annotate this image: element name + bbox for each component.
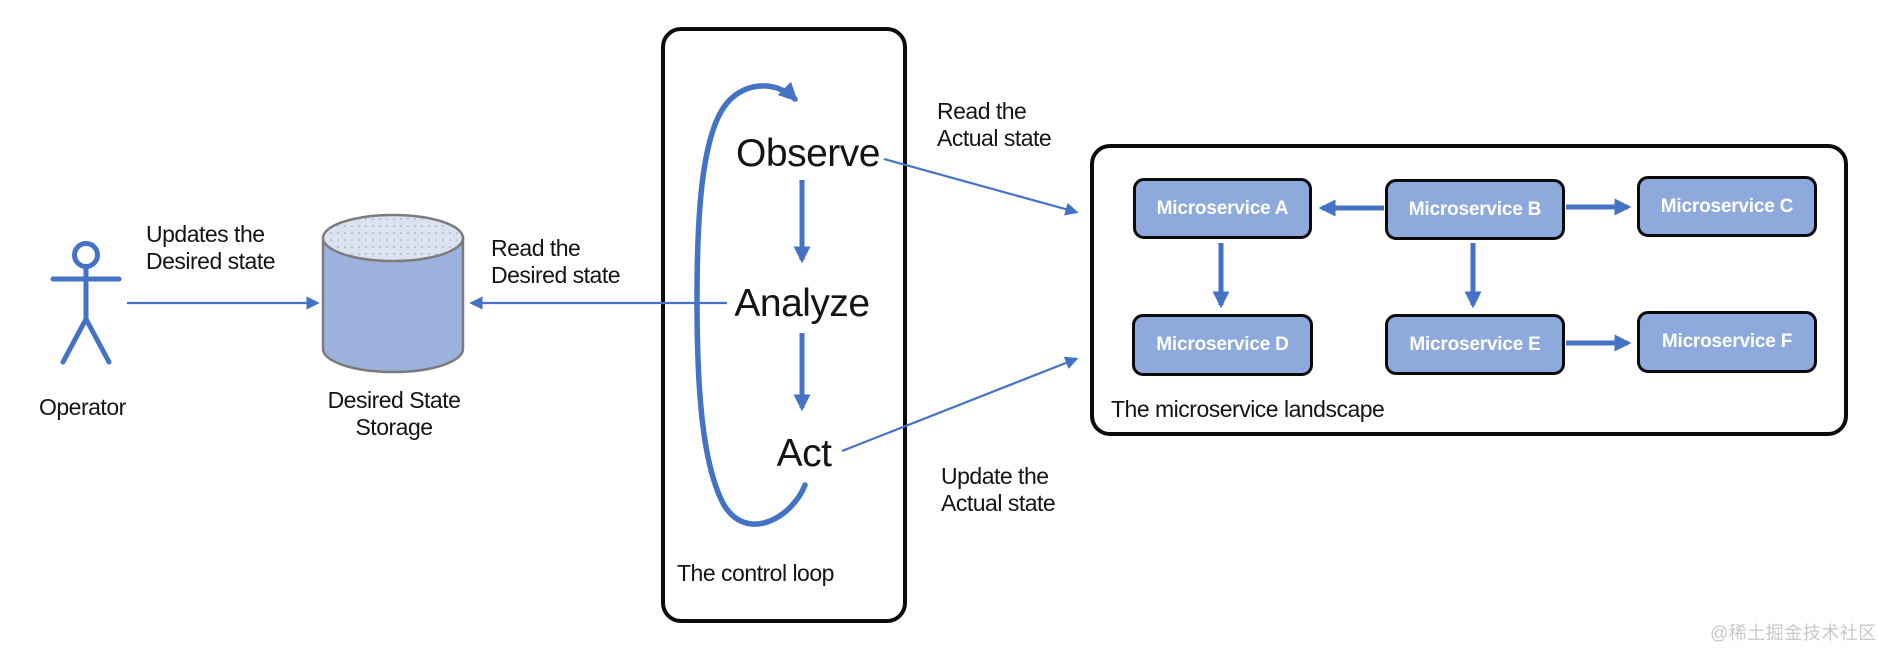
- update-actual-state-label: Update the Actual state: [941, 463, 1056, 516]
- step-observe-label: Observe: [736, 132, 880, 175]
- desired-state-storage-label: Desired State Storage: [327, 387, 461, 440]
- arrow-read-actual-state: [883, 157, 1079, 216]
- step-analyze-label: Analyze: [734, 282, 870, 325]
- service-box-b: Microservice B: [1385, 179, 1565, 240]
- watermark: @稀土掘金技术社区: [1710, 623, 1877, 643]
- service-label: Microservice B: [1408, 198, 1542, 220]
- service-label: Microservice E: [1409, 333, 1541, 355]
- service-box-d: Microservice D: [1132, 314, 1313, 376]
- operator-figure-icon: [50, 241, 122, 365]
- updates-desired-state-label: Updates the Desired state: [146, 221, 276, 274]
- service-label: Microservice F: [1661, 331, 1793, 352]
- read-desired-state-label: Read the Desired state: [491, 235, 621, 288]
- read-actual-state-label: Read the Actual state: [937, 98, 1052, 151]
- service-box-f: Microservice F: [1637, 311, 1817, 373]
- service-box-a: Microservice A: [1133, 178, 1312, 239]
- service-box-c: Microservice C: [1637, 176, 1817, 237]
- service-label: Microservice A: [1156, 197, 1289, 219]
- control-loop-title: The control loop: [677, 560, 834, 586]
- service-label: Microservice D: [1156, 334, 1289, 355]
- service-box-e: Microservice E: [1385, 314, 1565, 375]
- operator-label: Operator: [39, 394, 126, 420]
- database-cylinder-icon: [321, 213, 465, 374]
- microservice-landscape-title: The microservice landscape: [1111, 396, 1385, 422]
- service-label: Microservice C: [1660, 195, 1794, 217]
- step-act-label: Act: [776, 432, 832, 475]
